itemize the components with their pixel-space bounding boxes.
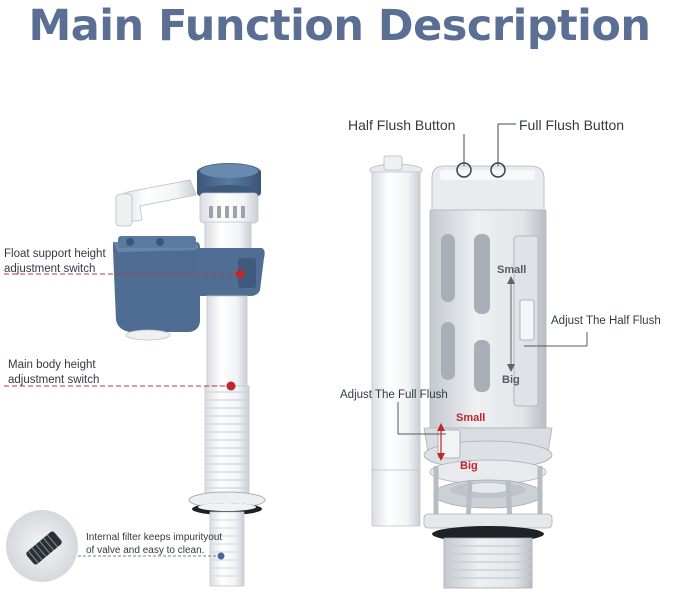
adjust-half-flush-label: Adjust The Half Flush bbox=[551, 315, 661, 327]
full-flush-arrow bbox=[437, 423, 445, 461]
float-support-pointer bbox=[4, 269, 245, 279]
full-flush-button-label: Full Flush Button bbox=[519, 117, 625, 133]
page-title: Main Function Description bbox=[28, 1, 651, 51]
main-body-label-line1: Main body height bbox=[8, 359, 96, 371]
float-support-label-line1: Float support height bbox=[4, 248, 106, 260]
half-flush-arrow bbox=[507, 276, 515, 372]
full-flush-small-label: Small bbox=[456, 412, 486, 424]
filter-label-line2: of valve and easy to clean. bbox=[86, 545, 205, 556]
adjust-half-flush-pointer bbox=[524, 332, 588, 347]
full-flush-big-label: Big bbox=[460, 460, 478, 472]
adjust-full-flush-pointer bbox=[397, 402, 446, 435]
fill-valve bbox=[113, 163, 266, 587]
main-body-label-line2: adjustment switch bbox=[8, 374, 100, 386]
float-support-label-line2: adjustment switch bbox=[4, 263, 96, 275]
filter-pointer bbox=[78, 552, 225, 560]
half-flush-callout bbox=[456, 134, 472, 178]
half-flush-button-label: Half Flush Button bbox=[348, 117, 456, 133]
adjust-full-flush-label: Adjust The Full Flush bbox=[340, 389, 448, 401]
flush-valve bbox=[369, 155, 553, 589]
half-flush-small-label: Small bbox=[497, 264, 527, 276]
main-body-pointer bbox=[4, 381, 236, 391]
filter-label-line1: Internal filter keeps impurityout bbox=[86, 532, 223, 543]
filter-inset bbox=[6, 510, 78, 582]
full-flush-callout bbox=[490, 123, 516, 178]
half-flush-big-label: Big bbox=[502, 374, 520, 386]
